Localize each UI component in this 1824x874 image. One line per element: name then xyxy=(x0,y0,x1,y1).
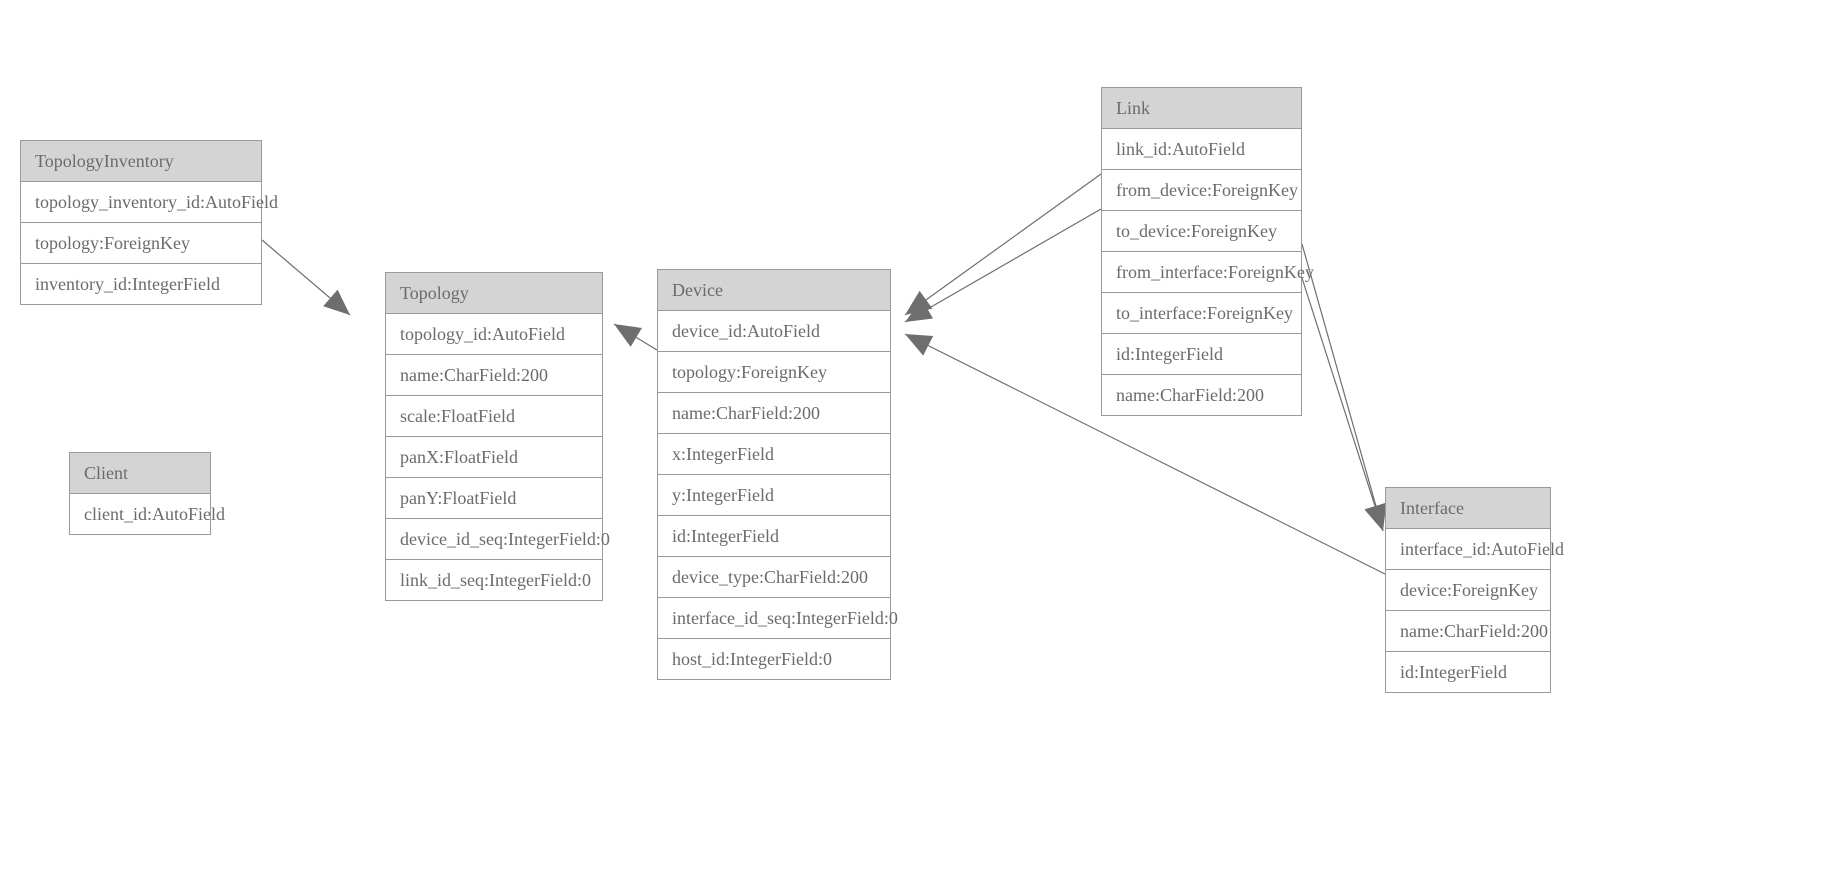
entity-title-topology_inventory: TopologyInventory xyxy=(21,141,261,182)
entity-field: id:IntegerField xyxy=(658,516,890,557)
entity-field: inventory_id:IntegerField xyxy=(21,264,261,304)
rel-topologyinventory-topology xyxy=(261,239,351,316)
entity-title-client: Client xyxy=(70,453,210,494)
entity-field: name:CharField:200 xyxy=(1386,611,1550,652)
entity-field: client_id:AutoField xyxy=(70,494,225,534)
entity-field: panY:FloatField xyxy=(386,478,602,519)
entity-field: name:CharField:200 xyxy=(658,393,890,434)
entity-field: link_id_seq:IntegerField:0 xyxy=(386,560,602,600)
entity-field: topology:ForeignKey xyxy=(21,223,261,264)
relationship-line xyxy=(904,208,1102,323)
entity-title-link: Link xyxy=(1102,88,1301,129)
entity-field: interface_id_seq:IntegerField:0 xyxy=(658,598,898,639)
rel-link-from-interface xyxy=(1301,243,1387,532)
arrowhead-icon xyxy=(905,299,934,322)
entity-field: interface_id:AutoField xyxy=(1386,529,1564,570)
entity-field: panX:FloatField xyxy=(386,437,602,478)
rel-link-to-interface xyxy=(1301,277,1386,532)
entity-field: y:IntegerField xyxy=(658,475,890,516)
entity-field: to_device:ForeignKey xyxy=(1102,211,1301,252)
relationship-line xyxy=(613,323,658,351)
rel-device-topology xyxy=(613,323,658,351)
entity-field: device_type:CharField:200 xyxy=(658,557,890,598)
entity-title-interface: Interface xyxy=(1386,488,1550,529)
relationship-line xyxy=(1301,277,1384,532)
relationship-line xyxy=(904,173,1102,316)
entity-field: x:IntegerField xyxy=(658,434,890,475)
entity-field: device_id_seq:IntegerField:0 xyxy=(386,519,610,560)
entity-field: id:IntegerField xyxy=(1386,652,1550,692)
arrowhead-icon xyxy=(323,289,350,315)
entity-field: link_id:AutoField xyxy=(1102,129,1301,170)
arrowhead-icon xyxy=(905,290,933,315)
entity-field: name:CharField:200 xyxy=(386,355,602,396)
entity-field: from_device:ForeignKey xyxy=(1102,170,1301,211)
entity-field: topology_inventory_id:AutoField xyxy=(21,182,278,223)
arrowhead-icon xyxy=(905,334,934,356)
arrowhead-icon xyxy=(614,324,642,347)
entity-field: topology:ForeignKey xyxy=(658,352,890,393)
entity-title-device: Device xyxy=(658,270,890,311)
entity-title-topology: Topology xyxy=(386,273,602,314)
rel-link-from-device xyxy=(904,173,1102,316)
entity-field: from_interface:ForeignKey xyxy=(1102,252,1314,293)
entity-field: scale:FloatField xyxy=(386,396,602,437)
rel-link-to-device xyxy=(904,208,1102,323)
relationship-line xyxy=(261,239,351,316)
entity-field: device_id:AutoField xyxy=(658,311,890,352)
entity-field: id:IntegerField xyxy=(1102,334,1301,375)
entity-field: topology_id:AutoField xyxy=(386,314,602,355)
entity-field: to_interface:ForeignKey xyxy=(1102,293,1301,334)
entity-field: device:ForeignKey xyxy=(1386,570,1550,611)
relationship-line xyxy=(1301,243,1384,532)
entity-field: name:CharField:200 xyxy=(1102,375,1301,415)
entity-field: host_id:IntegerField:0 xyxy=(658,639,890,679)
